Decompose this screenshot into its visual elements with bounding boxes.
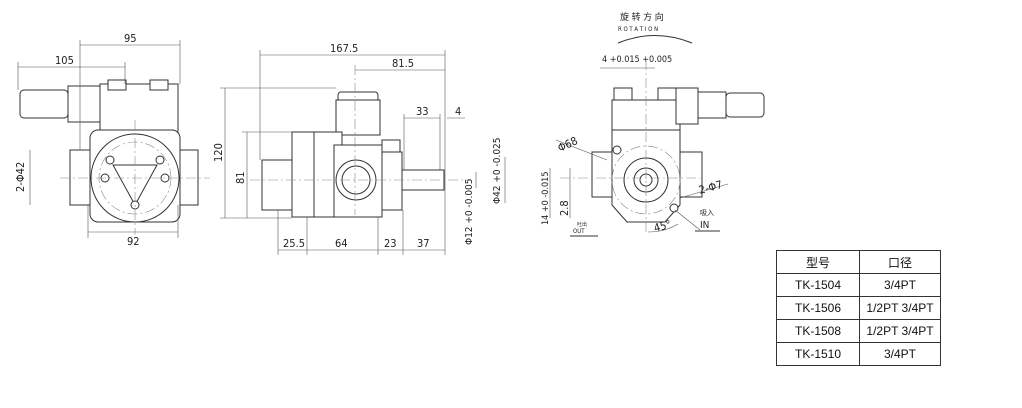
dim-phi12: Φ12 +0 -0.005 (464, 179, 475, 246)
model: TK-1510 (776, 342, 860, 366)
rotation-cn: 旋 转 方 向 (620, 11, 664, 23)
rotation-arrow (617, 35, 693, 44)
left-view: 95 105 92 2-Φ42 (14, 32, 210, 248)
front-view: 旋 转 方 向 R O T A T I O N 4 +0.015 +0.005 … (541, 11, 765, 237)
dim-120: 120 (212, 143, 225, 162)
dim-2-8: 2.8 (558, 200, 571, 216)
dim-2phi7: 2-Φ7 (697, 178, 724, 197)
dim-phi42: Φ42 +0 -0.025 (492, 138, 503, 205)
dim-105: 105 (55, 54, 74, 67)
dim-25-5: 25.5 (283, 237, 305, 250)
dim-2phi42: 2-Φ42 (14, 162, 27, 192)
side-view: 167.5 81.5 33 4 120 81 25.5 64 23 37 Φ42… (212, 42, 506, 255)
port: 1/2PT 3/4PT (859, 319, 941, 343)
port: 3/4PT (859, 342, 941, 366)
model: TK-1506 (776, 296, 860, 320)
model: TK-1508 (776, 319, 860, 343)
rotation-en: R O T A T I O N (618, 26, 658, 33)
dim-23: 23 (384, 237, 397, 250)
in-cn: 吸入 (700, 209, 714, 217)
dim-167-5: 167.5 (330, 42, 358, 55)
table-header: 型号 口径 (776, 250, 941, 274)
dim-64: 64 (335, 237, 348, 250)
in-en: IN (700, 220, 709, 231)
out-en: OUT (573, 228, 585, 235)
header-port: 口径 (859, 250, 941, 274)
out-cn: 吐出 (577, 221, 587, 228)
dim-14: 14 +0 -0.015 (541, 172, 551, 225)
dim-33: 33 (416, 105, 429, 118)
dim-37: 37 (417, 237, 430, 250)
dim-95: 95 (124, 32, 137, 45)
header-model: 型号 (776, 250, 860, 274)
dim-81: 81 (234, 171, 247, 184)
port: 3/4PT (859, 273, 941, 297)
dim-4: 4 (455, 105, 461, 118)
dim-key: 4 +0.015 +0.005 (602, 55, 672, 65)
dim-92: 92 (127, 235, 140, 248)
dim-81-5: 81.5 (392, 57, 414, 70)
dim-phi68: Φ68 (556, 134, 580, 154)
model: TK-1504 (776, 273, 860, 297)
dim-45: 45° (652, 218, 672, 235)
port: 1/2PT 3/4PT (859, 296, 941, 320)
